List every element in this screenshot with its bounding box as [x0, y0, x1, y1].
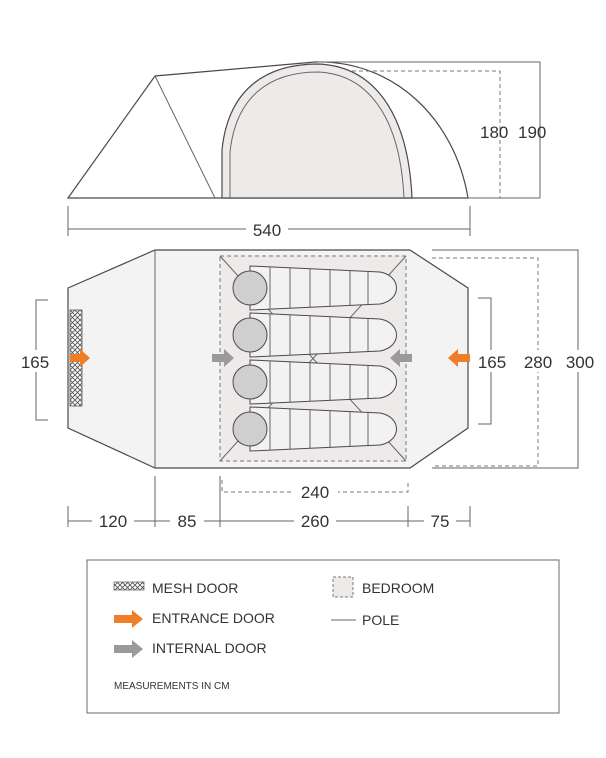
internal-arrow-right: [390, 349, 412, 367]
bedroom-segment-label: 260: [301, 512, 329, 531]
sleeping-bag: [232, 265, 397, 311]
left-door-width-label: 165: [21, 353, 49, 372]
outer-height-guide: [318, 61, 541, 198]
entrance-arrow-left: [70, 349, 90, 367]
side-view: 180 190: [66, 61, 546, 199]
legend-internal-door: INTERNAL DOOR: [152, 640, 267, 656]
grey-arrow-icon: [114, 640, 143, 658]
sleeping-bag: [232, 359, 397, 405]
total-length-dimension: 540: [67, 206, 471, 240]
bedroom-length-label: 240: [301, 483, 329, 502]
total-length-label: 540: [253, 221, 281, 240]
outer-width-label: 300: [566, 353, 594, 372]
legend-box: [86, 559, 560, 714]
left-door-dimension: 165: [14, 299, 54, 421]
bedroom-length-dimension: 240: [221, 480, 409, 503]
right-door-width-label: 165: [478, 353, 506, 372]
dashed-square-icon: [332, 576, 354, 598]
side-view-bedroom: [221, 63, 413, 199]
floor-plan: [67, 249, 470, 469]
side-view-inner-arc: [229, 71, 405, 199]
legend-entrance-door: ENTRANCE DOOR: [152, 610, 275, 626]
porch-length-label: 120: [99, 512, 127, 531]
internal-arrow-left: [212, 349, 234, 367]
legend-mesh-door: MESH DOOR: [152, 580, 238, 596]
side-view-pole-line: [154, 75, 216, 199]
sleeping-bag: [232, 406, 397, 452]
legend: MESH DOOR ENTRANCE DOOR INTERNAL DOOR ME…: [86, 559, 560, 714]
mesh-swatch-icon: [113, 581, 145, 591]
sleeping-bag: [232, 312, 397, 358]
orange-arrow-icon: [114, 610, 143, 628]
rear-length-label: 75: [431, 512, 450, 531]
legend-bedroom: BEDROOM: [362, 580, 434, 596]
right-width-dimensions: 165 280 300: [432, 249, 604, 469]
entrance-arrow-right: [448, 349, 470, 367]
segment-dimensions: 120 85 260 75: [67, 476, 471, 532]
inner-height-guide: [352, 70, 501, 198]
inner-width-label: 280: [524, 353, 552, 372]
inner-height-label: 180: [480, 123, 508, 142]
legend-pole: POLE: [362, 612, 399, 628]
legend-measurements-note: MEASUREMENTS IN CM: [114, 681, 230, 692]
living-length-label: 85: [178, 512, 197, 531]
outer-height-label: 190: [518, 123, 546, 142]
